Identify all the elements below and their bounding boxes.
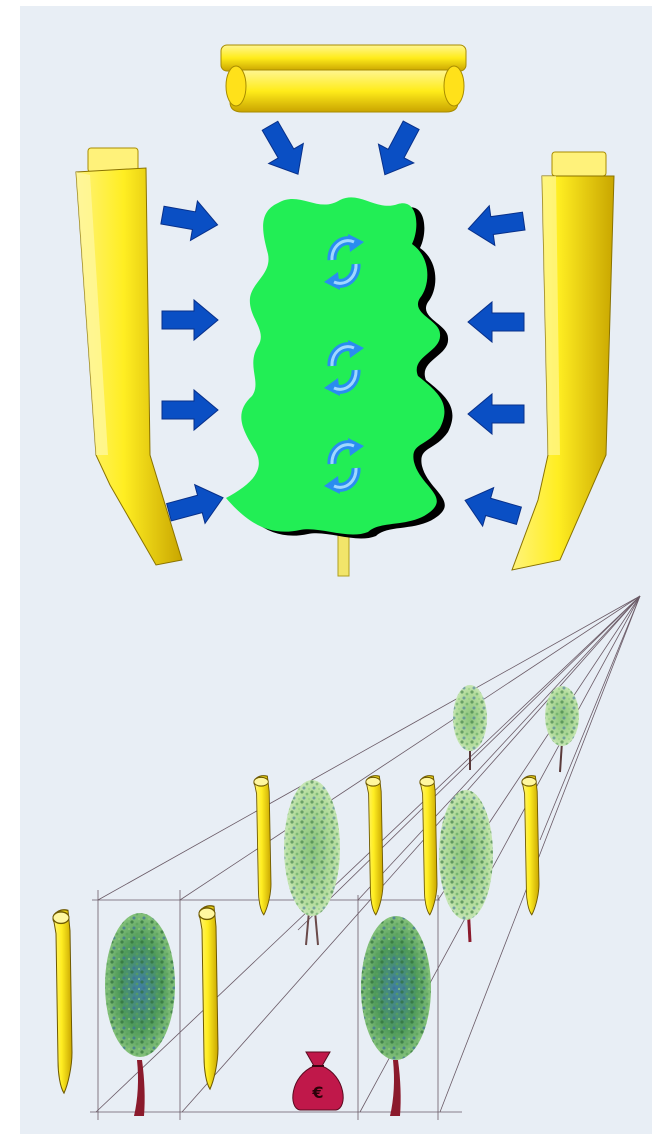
airflow-arrows-top bbox=[253, 116, 429, 184]
tree-row-front bbox=[53, 906, 431, 1116]
perspective-lines bbox=[90, 596, 640, 1120]
money-bag-icon: € bbox=[293, 1052, 343, 1110]
bottom-illustration: € bbox=[53, 596, 640, 1120]
airflow-arrows-right bbox=[460, 201, 527, 535]
tree-row-far bbox=[453, 685, 579, 772]
sprayer-right bbox=[512, 152, 614, 570]
top-illustration bbox=[76, 45, 614, 576]
airflow-arrows-left bbox=[159, 195, 228, 531]
money-bag-label: € bbox=[311, 1083, 323, 1102]
sprayer-top bbox=[221, 45, 466, 112]
